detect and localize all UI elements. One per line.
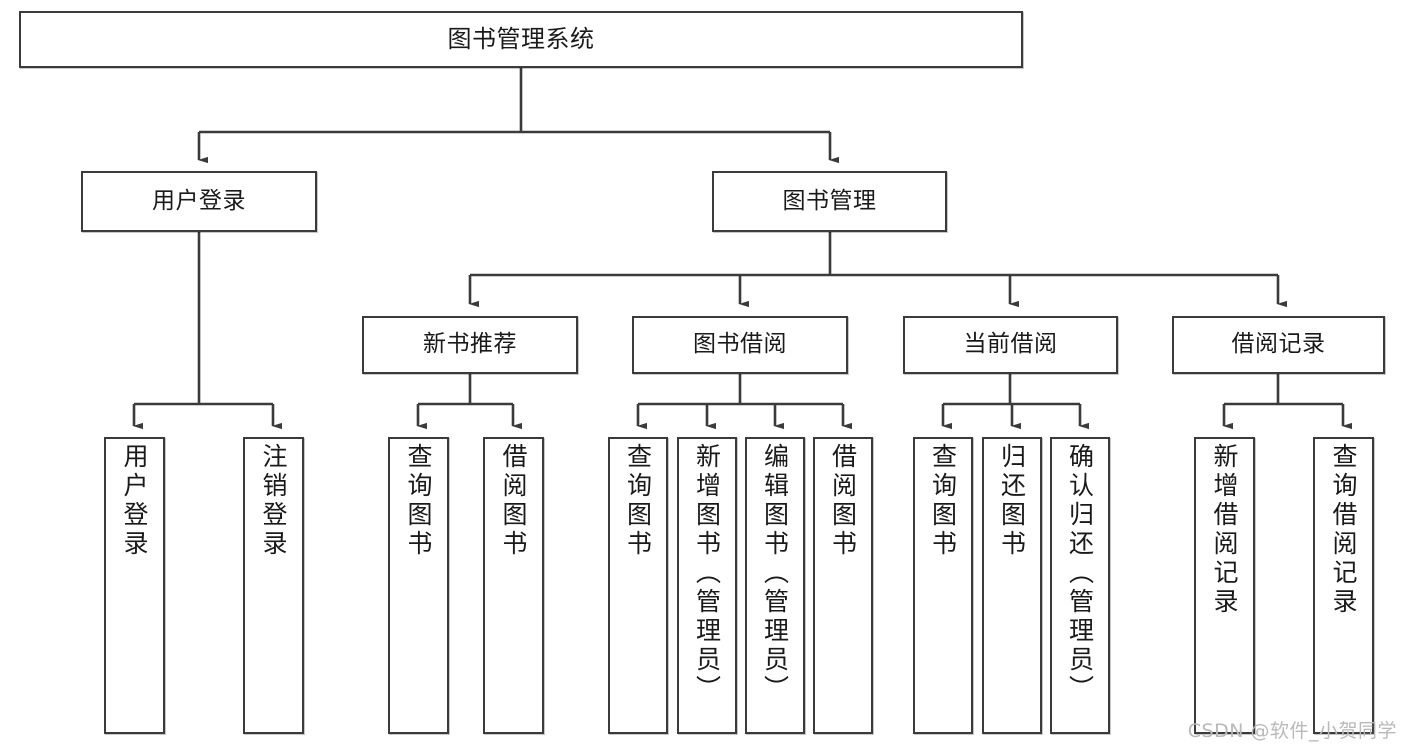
node-label: 查询借阅记录 (1329, 443, 1358, 617)
node-label: 图书管理 (782, 187, 877, 214)
leaf-add-borrow-record[interactable]: 新增借阅记录 (1194, 437, 1255, 734)
node-label: 借阅图书 (828, 443, 858, 559)
leaf-query-borrow-record[interactable]: 查询借阅记录 (1313, 437, 1374, 734)
node-user-login[interactable]: 用户登录 (81, 171, 317, 232)
node-label: 当前借阅 (963, 331, 1058, 358)
leaf-query-book-recommend[interactable]: 查询图书 (388, 437, 449, 734)
node-root-system[interactable]: 图书管理系统 (19, 11, 1023, 68)
leaf-query-book-current[interactable]: 查询图书 (913, 437, 973, 734)
node-label: 借阅记录 (1231, 331, 1326, 358)
node-label: 新书推荐 (423, 331, 517, 358)
leaf-user-login[interactable]: 用户登录 (104, 437, 165, 734)
leaf-query-book-borrow[interactable]: 查询图书 (608, 437, 668, 734)
node-label: 新增图书（管理员） (692, 443, 722, 704)
node-new-book-recommend[interactable]: 新书推荐 (362, 316, 578, 374)
leaf-borrow-book-recommend[interactable]: 借阅图书 (483, 437, 544, 734)
leaf-borrow-book[interactable]: 借阅图书 (813, 437, 873, 734)
node-current-borrow[interactable]: 当前借阅 (903, 316, 1118, 374)
leaf-confirm-return-admin[interactable]: 确认归还（管理员） (1050, 437, 1110, 734)
csdn-watermark: CSDN @软件_小贺同学 (1187, 720, 1397, 742)
node-label: 用户登录 (120, 443, 149, 559)
node-label: 归还图书 (997, 443, 1027, 559)
leaf-edit-book-admin[interactable]: 编辑图书（管理员） (745, 437, 805, 734)
node-book-borrow[interactable]: 图书借阅 (632, 316, 848, 374)
node-label: 用户登录 (152, 187, 246, 214)
node-label: 图书借阅 (693, 331, 787, 358)
node-label: 查询图书 (928, 443, 958, 559)
node-label: 编辑图书（管理员） (760, 443, 790, 704)
leaf-logout[interactable]: 注销登录 (243, 437, 304, 734)
node-label: 注销登录 (259, 443, 288, 559)
node-label: 借阅图书 (499, 443, 528, 559)
node-borrow-records[interactable]: 借阅记录 (1172, 316, 1385, 374)
node-label: 确认归还（管理员） (1065, 443, 1095, 704)
leaf-add-book-admin[interactable]: 新增图书（管理员） (677, 437, 737, 734)
leaf-return-book[interactable]: 归还图书 (982, 437, 1042, 734)
node-label: 查询图书 (404, 443, 433, 559)
node-label: 新增借阅记录 (1210, 443, 1239, 617)
node-label: 查询图书 (623, 443, 653, 559)
node-label: 图书管理系统 (447, 25, 595, 54)
node-book-management[interactable]: 图书管理 (712, 171, 947, 232)
